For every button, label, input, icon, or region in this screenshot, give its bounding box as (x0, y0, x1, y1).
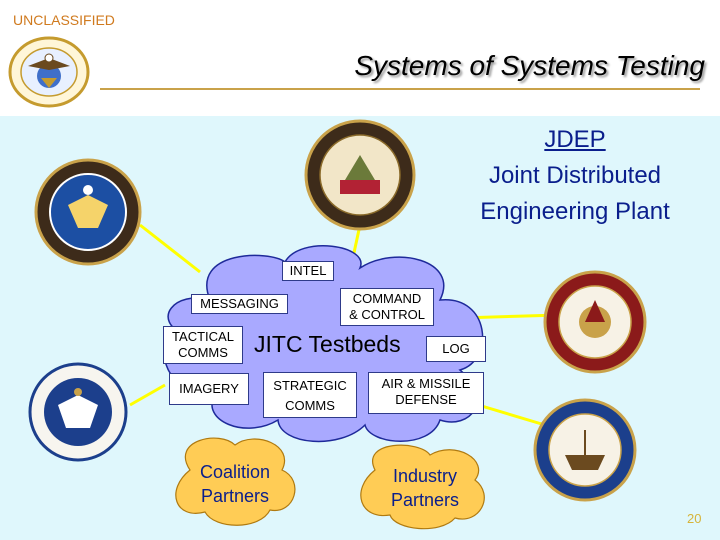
page-title: Systems of Systems Testing (354, 50, 705, 81)
title-divider (100, 88, 700, 90)
tactical-comms-node: TACTICAL COMMS (163, 326, 243, 364)
jdep-line-1: Joint Distributed (488, 162, 662, 189)
industry-partners-label: Industry Partners (375, 464, 475, 512)
intel-node: INTEL (282, 261, 334, 281)
jitc-testbeds-label: JITC Testbeds (254, 331, 401, 357)
strategic-label-1: STRATEGIC (273, 378, 347, 393)
disa-seal (8, 36, 90, 108)
coalition-line-1: Coalition (199, 462, 271, 482)
marine-corps-seal (543, 270, 647, 374)
page-number: 20 (687, 511, 702, 526)
imagery-node: IMAGERY (169, 373, 249, 405)
messaging-label: MESSAGING (200, 296, 279, 311)
industry-line-2: Partners (390, 490, 460, 510)
coalition-line-2: Partners (200, 486, 270, 506)
tactical-label-2: COMMS (178, 345, 228, 360)
air-missile-defense-node: AIR & MISSILE DEFENSE (368, 372, 484, 414)
command-label-1: COMMAND (352, 291, 422, 306)
army-seal (304, 119, 416, 231)
industry-cloud (360, 444, 485, 530)
strategic-label-2: COMMS (285, 398, 335, 413)
tactical-label-1: TACTICAL (172, 329, 234, 344)
jdep-heading: JDEP Joint Distributed Engineering Plant (440, 122, 710, 230)
coalition-partners-label: Coalition Partners (185, 460, 285, 508)
coalition-cloud (175, 437, 296, 526)
log-node: LOG (426, 336, 486, 362)
intel-label: INTEL (289, 263, 327, 278)
dod-seal (34, 158, 142, 266)
messaging-node: MESSAGING (191, 294, 288, 314)
command-label-2: & CONTROL (349, 307, 425, 322)
air-force-seal (28, 362, 128, 462)
industry-line-1: Industry (392, 466, 458, 486)
air-label-2: DEFENSE (395, 392, 457, 407)
classification-banner: UNCLASSIFIED (13, 12, 115, 28)
jdep-line-2: Engineering Plant (480, 198, 670, 225)
air-label-1: AIR & MISSILE (381, 376, 471, 391)
strategic-comms-node: STRATEGIC COMMS (263, 372, 357, 418)
command-control-node: COMMAND & CONTROL (340, 288, 434, 326)
navy-seal (533, 398, 637, 502)
log-label: LOG (442, 341, 470, 356)
jdep-abbrev: JDEP (544, 126, 606, 153)
imagery-label: IMAGERY (179, 381, 239, 396)
